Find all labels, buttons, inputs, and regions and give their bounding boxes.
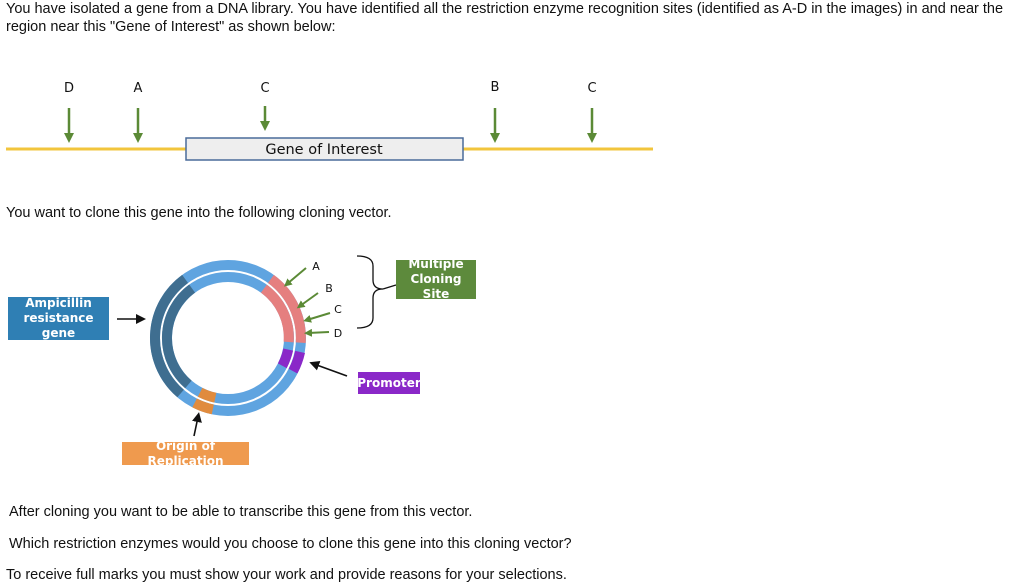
mcs-arrow-c xyxy=(303,312,331,323)
mcs-label-b: B xyxy=(325,282,333,295)
promoter-segment-outer xyxy=(288,350,305,374)
question-3: To receive full marks you must show your… xyxy=(6,567,567,583)
mcs-brace-pointer xyxy=(382,284,397,290)
gene-map-diagram: Gene of Interest D A C B C xyxy=(6,80,653,161)
intro-text: You have isolated a gene from a DNA libr… xyxy=(6,1,1004,35)
site-label-d: D xyxy=(64,81,74,96)
question-2: Which restriction enzymes would you choo… xyxy=(9,536,572,552)
site-label-c-inner: C xyxy=(260,81,269,96)
gene-of-interest-box xyxy=(185,137,464,161)
mcs-label-a: A xyxy=(312,260,320,273)
promoter-pointer-arrow xyxy=(309,361,348,377)
mcs-label-box: Multiple Cloning Site xyxy=(396,257,476,301)
mcs-brace xyxy=(356,255,384,329)
origin-pointer-arrow xyxy=(192,412,202,437)
vector-intro-text: You want to clone this gene into the fol… xyxy=(6,205,392,221)
mcs-arrow-b xyxy=(296,292,319,309)
mcs-label-d: D xyxy=(334,327,342,340)
mcs-arrow-a xyxy=(283,267,307,287)
gene-of-interest-label: Gene of Interest xyxy=(265,142,383,158)
mcs-segment-outer xyxy=(267,274,306,344)
promoter-segment-inner xyxy=(277,348,294,369)
origin-label-box: Origin of Replication xyxy=(122,439,249,468)
ampicillin-label-box: Ampicillin resistance gene xyxy=(8,296,109,340)
mcs-label-c: C xyxy=(334,303,342,316)
origin-segment-outer xyxy=(192,398,214,415)
mcs-arrow-d xyxy=(304,328,330,337)
ampicillin-segment-inner xyxy=(161,284,196,389)
question-1: After cloning you want to be able to tra… xyxy=(9,504,473,520)
site-label-b: B xyxy=(491,80,500,95)
mcs-segment-inner xyxy=(260,284,294,343)
site-label-a: A xyxy=(134,81,143,96)
site-label-c-outer: C xyxy=(587,81,596,96)
promoter-label-box: Promoter xyxy=(357,372,421,394)
ampicillin-segment-outer xyxy=(149,274,189,398)
origin-segment-inner xyxy=(197,387,217,403)
